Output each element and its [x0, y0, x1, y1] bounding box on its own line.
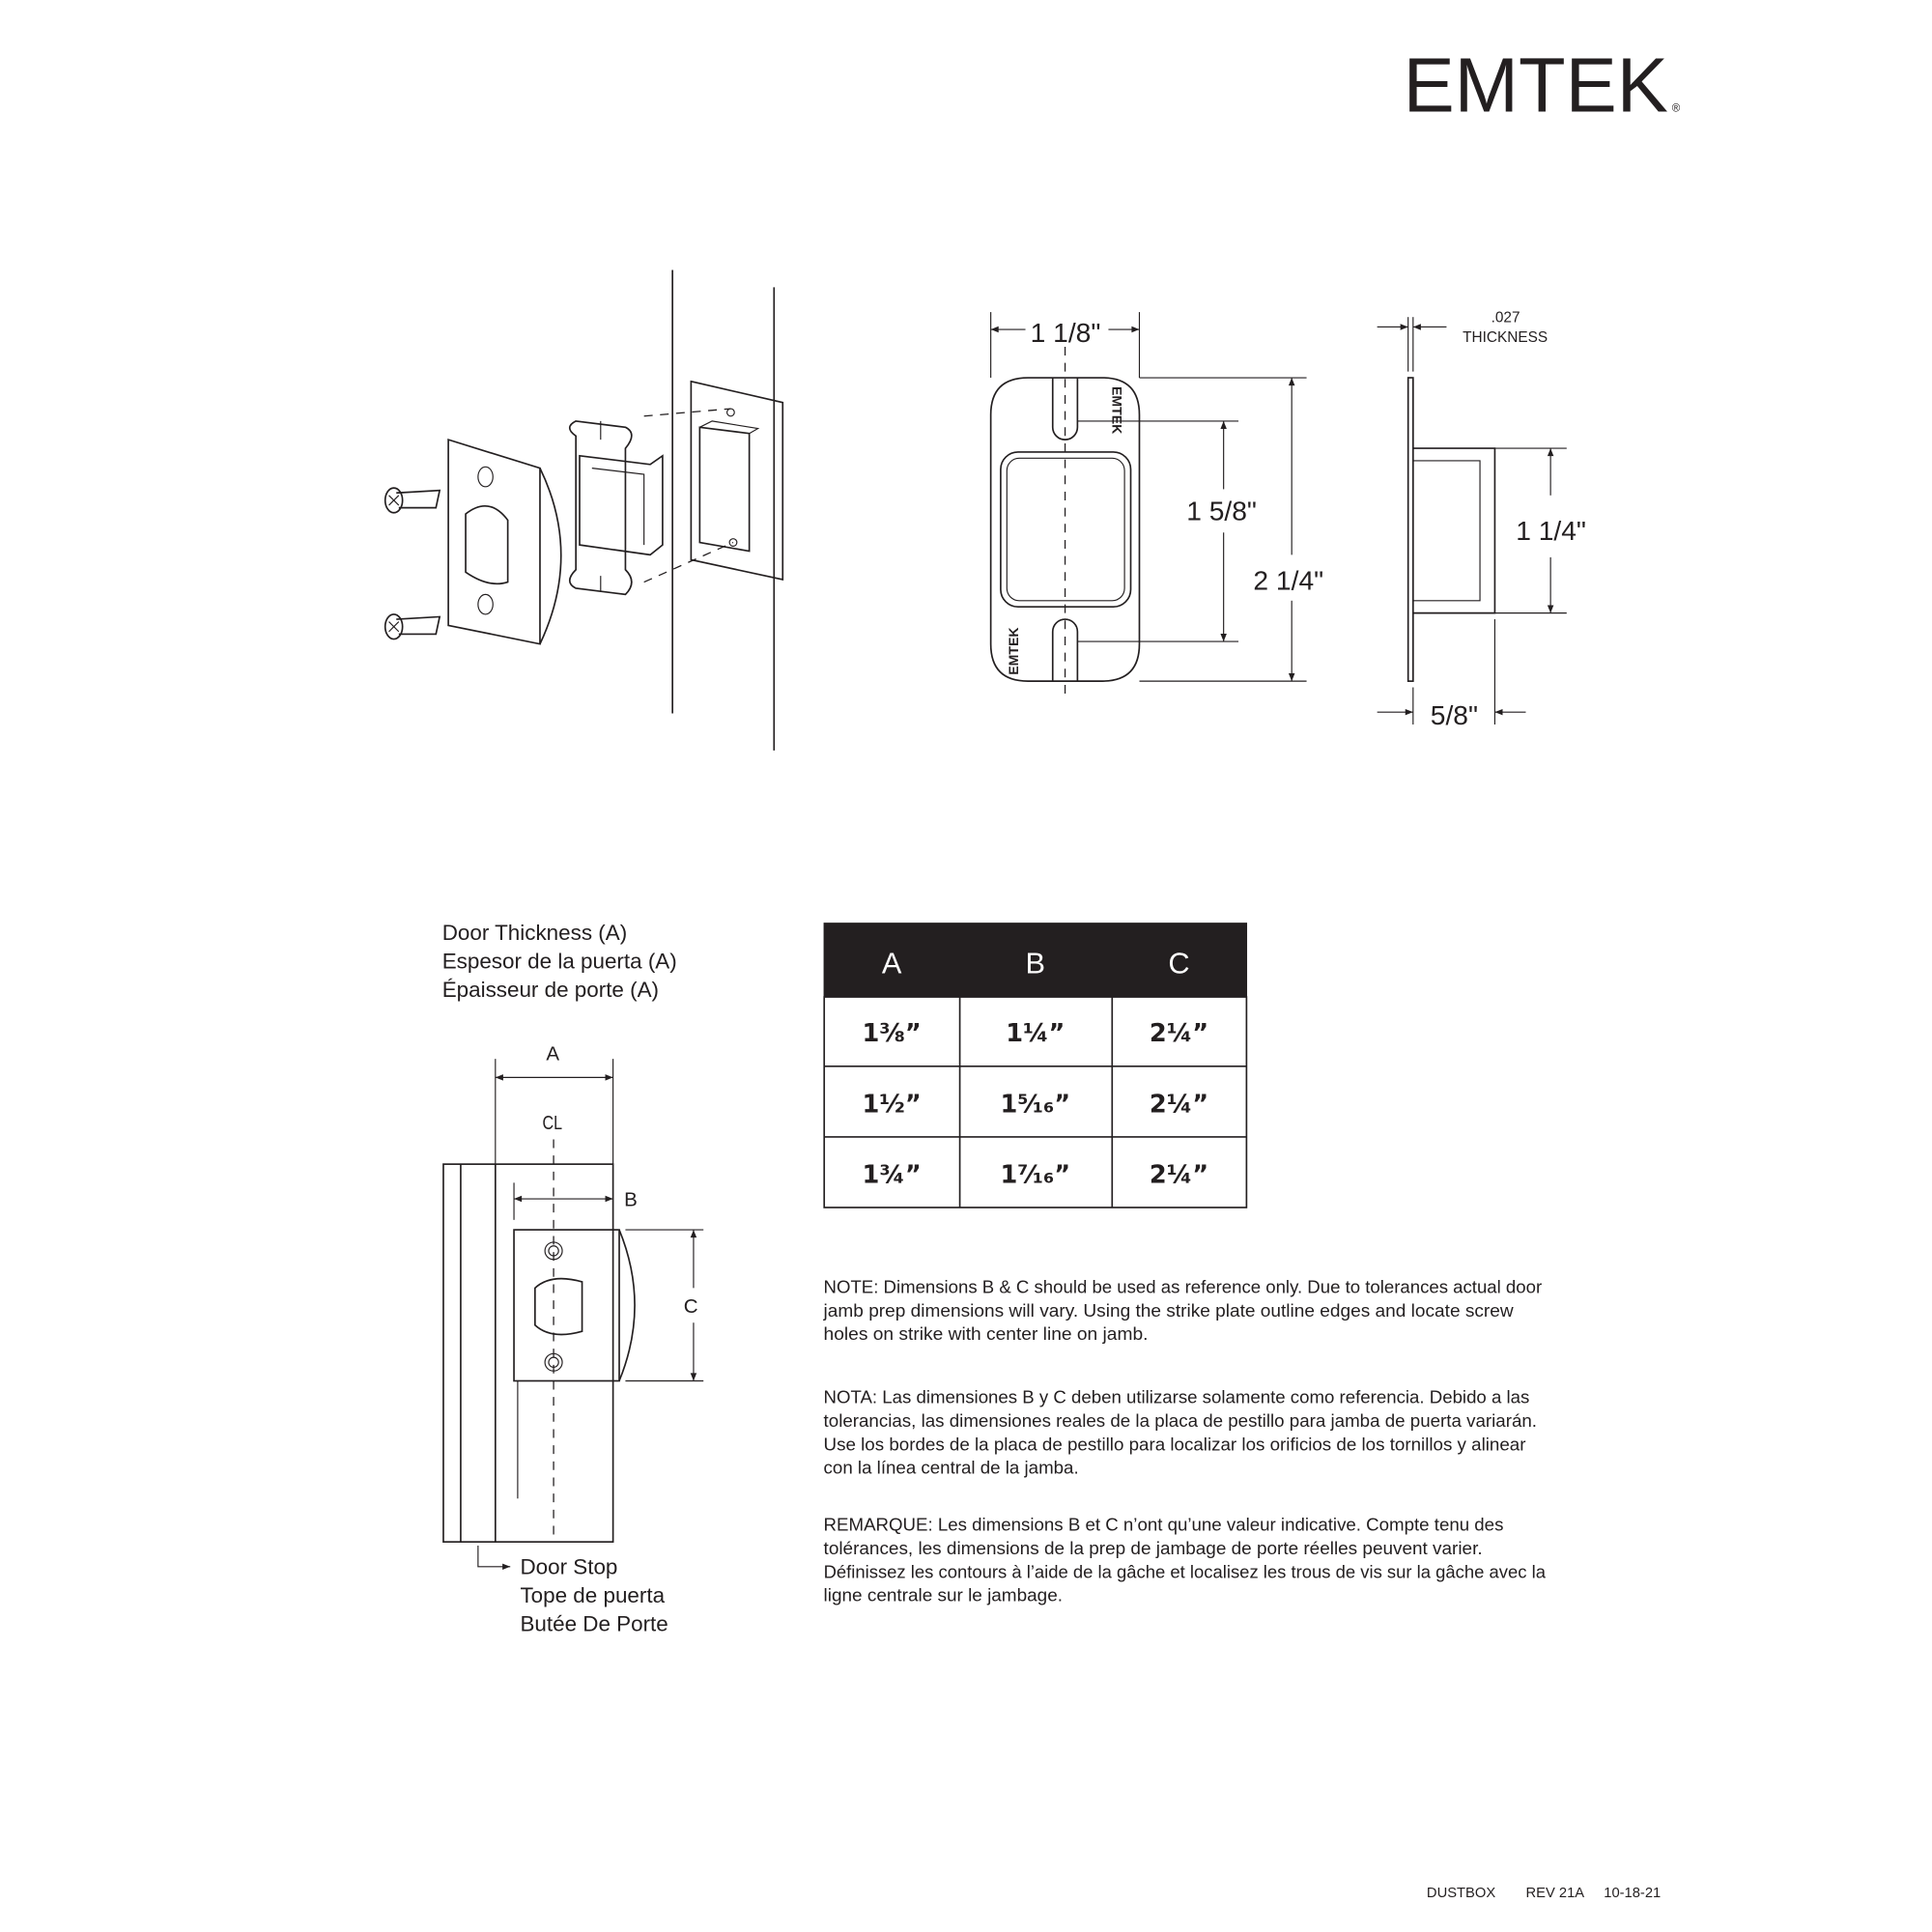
dimension-table: A B C 1⅜” 1¼” 2¼” 1½” 1⁵⁄₁₆” 2¼” 1¾” 1⁷⁄… [823, 923, 1248, 1208]
table-row: 1⅜” 1¼” 2¼” [862, 1019, 1208, 1048]
table-row: 1½” 1⁵⁄₁₆” 2¼” [862, 1090, 1208, 1119]
dimension-b-label: B [624, 1189, 638, 1211]
table-header: A [882, 947, 902, 980]
svg-text:1½”: 1½” [862, 1090, 921, 1119]
svg-text:1⁷⁄₁₆”: 1⁷⁄₁₆” [1000, 1160, 1070, 1189]
door-thickness-heading: Door Thickness (A) Espesor de la puerta … [442, 921, 677, 1002]
note-spanish: NOTA: Las dimensiones B y C deben utiliz… [824, 1388, 1537, 1478]
svg-text:2¼”: 2¼” [1150, 1090, 1208, 1119]
svg-text:Espesor de la puerta (A): Espesor de la puerta (A) [442, 950, 677, 974]
latch-faceplate-iso [447, 438, 562, 645]
jamb-mortise [690, 380, 784, 582]
svg-text:®: ® [1672, 102, 1681, 114]
box-height-label: 1 1/4" [1516, 515, 1586, 546]
svg-text:1⅜”: 1⅜” [862, 1019, 921, 1048]
thickness-value: .027 [1492, 309, 1520, 326]
screw-icon [384, 487, 441, 514]
product-code: DUSTBOX [1427, 1886, 1495, 1901]
revision: REV 21A [1525, 1886, 1584, 1901]
door-stop-label: Butée De Porte [520, 1611, 668, 1635]
table-header: B [1026, 947, 1046, 980]
svg-text:1¾”: 1¾” [862, 1160, 921, 1189]
svg-text:Épaisseur de porte (A): Épaisseur de porte (A) [442, 978, 659, 1002]
svg-text:NOTA: Las dimensiones B y C d: NOTA: Las dimensiones B y C deben utiliz… [824, 1388, 1530, 1407]
hole-spacing-dimension-label: 1 5/8" [1186, 495, 1257, 526]
plate-stamp: EMTEK [1109, 386, 1124, 435]
svg-text:holes on strike with center li: holes on strike with center line on jamb… [824, 1324, 1149, 1344]
svg-text:1¼”: 1¼” [1006, 1019, 1065, 1048]
box-depth-label: 5/8" [1431, 699, 1478, 730]
note-french: REMARQUE: Les dimensions B et C n’ont qu… [824, 1516, 1547, 1605]
footer: DUSTBOX REV 21A 10-18-21 [1427, 1886, 1661, 1901]
svg-text:1⁵⁄₁₆”: 1⁵⁄₁₆” [1000, 1090, 1070, 1119]
note-english: NOTE: Dimensions B & C should be used as… [823, 1277, 1543, 1344]
dimension-a-label: A [546, 1042, 559, 1065]
width-dimension-label: 1 1/8" [1031, 317, 1101, 348]
thickness-label: THICKNESS [1463, 329, 1548, 346]
dimension-c-label: C [684, 1295, 698, 1318]
screw-icon [384, 613, 441, 640]
table-row: 1¾” 1⁷⁄₁₆” 2¼” [862, 1160, 1208, 1189]
svg-text:tolérances, les dimensions de: tolérances, les dimensions de la prep de… [824, 1539, 1483, 1558]
door-stop-label: Tope de puerta [520, 1583, 665, 1607]
height-dimension-label: 2 1/4" [1253, 564, 1323, 595]
svg-text:EMTEK: EMTEK [1404, 42, 1668, 128]
svg-text:NOTE: Dimensions B & C should: NOTE: Dimensions B & C should be used as… [824, 1277, 1543, 1296]
centerline-label: CL [543, 1112, 563, 1134]
emtek-logo: EMTEK ® [1404, 42, 1681, 128]
svg-text:Définissez les contours à l’ai: Définissez les contours à l’aide de la g… [824, 1562, 1547, 1581]
plate-stamp: EMTEK [1006, 627, 1021, 675]
svg-text:jamb prep dimensions will vary: jamb prep dimensions will vary. Using th… [823, 1301, 1515, 1321]
svg-text:REMARQUE: Les dimensions B e: REMARQUE: Les dimensions B et C n’ont qu… [824, 1516, 1504, 1535]
strike-front-view: EMTEK EMTEK 1 1/8" 1 5/8" 2 1/4" [989, 312, 1323, 694]
svg-text:ligne centrale sur le jambage.: ligne centrale sur le jambage. [824, 1586, 1063, 1605]
door-stop-label: Door Stop [520, 1554, 617, 1578]
strike-plate-iso [568, 420, 664, 596]
svg-text:2¼”: 2¼” [1150, 1160, 1208, 1189]
strike-side-view: .027 THICKNESS 1 1/4" 5/8" [1377, 309, 1586, 730]
svg-text:Door Thickness (A): Door Thickness (A) [442, 921, 627, 945]
installation-diagram: A CL B C Door Stop Tope de puerta Butée … [442, 1042, 704, 1635]
exploded-assembly-drawing [384, 270, 784, 751]
svg-text:con la línea central de la jam: con la línea central de la jamba. [824, 1459, 1079, 1478]
table-header: C [1168, 947, 1189, 980]
svg-text:tolerancias, las dimensiones r: tolerancias, las dimensiones reales de l… [824, 1411, 1537, 1431]
revision-date: 10-18-21 [1604, 1886, 1661, 1901]
svg-text:Use los bordes de la placa de: Use los bordes de la placa de pestillo p… [824, 1435, 1526, 1454]
svg-text:2¼”: 2¼” [1150, 1019, 1208, 1048]
